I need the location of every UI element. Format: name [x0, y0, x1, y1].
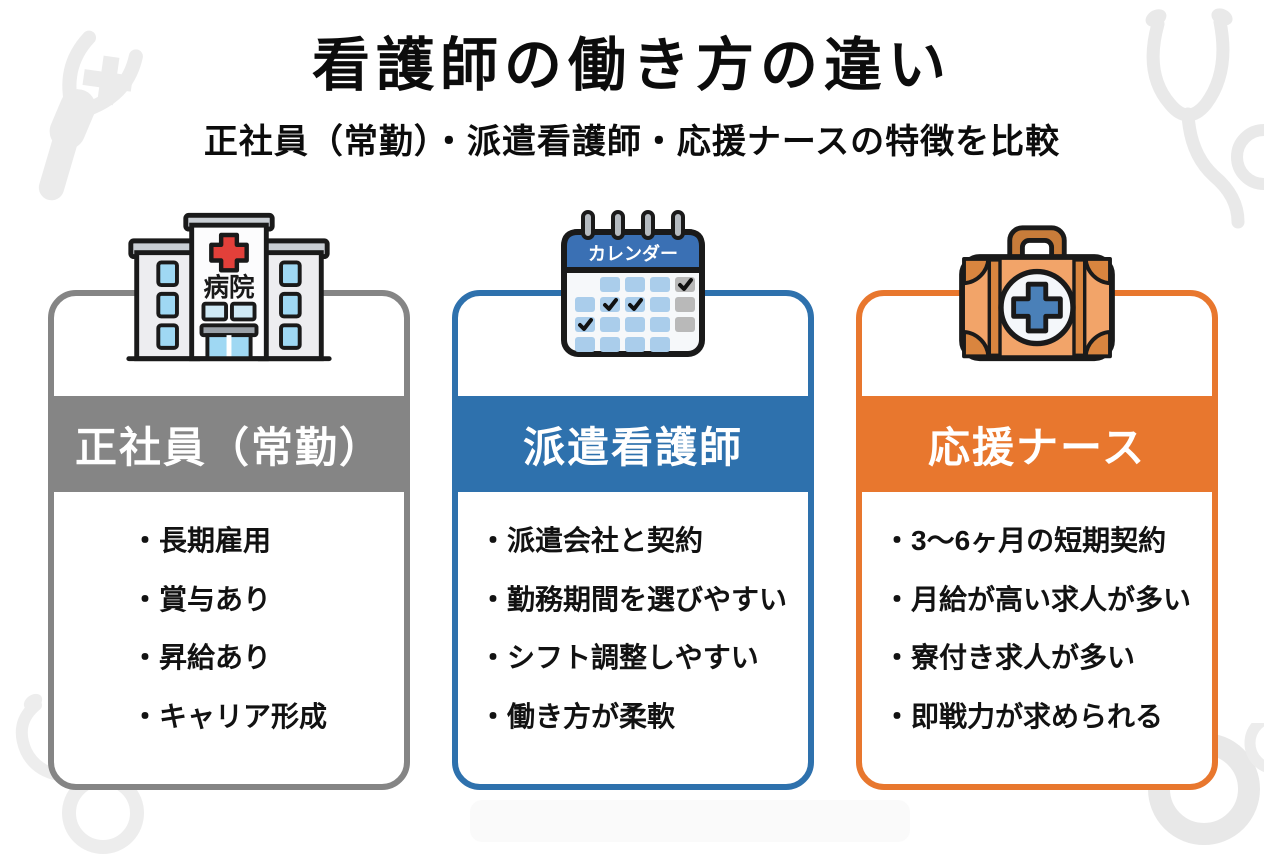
first-aid-suitcase-icon [959, 225, 1115, 362]
feature-item: 勤務期間を選びやすい [479, 584, 787, 615]
comparison-cards: 病院 正社員（常勤） 長期雇用 賞与あり 昇給あり [48, 210, 1218, 790]
hospital-sign-label: 病院 [203, 273, 255, 302]
feature-item: 長期雇用 [131, 526, 327, 556]
card-title: 正社員（常勤） [74, 423, 383, 471]
feature-item: キャリア形成 [131, 702, 327, 732]
page-subtitle: 正社員（常勤）・派遣看護師・応援ナースの特徴を比較 [203, 122, 1061, 161]
card-body: 派遣会社と契約 勤務期間を選びやすい シフト調整しやすい 働き方が柔軟 [458, 526, 808, 761]
stethoscope-doodle [1145, 8, 1264, 229]
card-support-nurse: 応援ナース 3〜6ヶ月の短期契約 月給が高い求人が多い 寮付き求人が多い 即戦力… [856, 225, 1218, 790]
page-header: 看護師の働き方の違い 正社員（常勤）・派遣看護師・応援ナースの特徴を比較 [0, 34, 1264, 163]
cross-doodle-icon [82, 55, 133, 106]
feature-list: 長期雇用 賞与あり 昇給あり キャリア形成 [131, 526, 327, 732]
calendar-icon: カレンダー [561, 210, 705, 357]
card-body: 3〜6ヶ月の短期契約 月給が高い求人が多い 寮付き求人が多い 即戦力が求められる [862, 526, 1212, 761]
feature-item: シフト調整しやすい [479, 643, 787, 673]
card-dispatch-nurse: カレンダー [452, 210, 814, 790]
hospital-icon: 病院 [126, 212, 332, 362]
feature-item: 即戦力が求められる [883, 702, 1191, 732]
card-header: 応援ナース [862, 396, 1212, 492]
medical-tool-doodle [38, 30, 143, 201]
feature-list: 派遣会社と契約 勤務期間を選びやすい シフト調整しやすい 働き方が柔軟 [479, 526, 787, 732]
feature-item: 賞与あり [131, 584, 327, 615]
calendar-title-label: カレンダー [588, 243, 678, 264]
feature-item: 3〜6ヶ月の短期契約 [883, 526, 1191, 556]
card-fulltime-nurse: 病院 正社員（常勤） 長期雇用 賞与あり 昇給あり [48, 212, 410, 790]
card-header: 正社員（常勤） [54, 396, 404, 492]
feature-item: 派遣会社と契約 [479, 526, 787, 556]
feature-item: 昇給あり [131, 643, 327, 673]
card-header: 派遣看護師 [458, 396, 808, 492]
card-body: 長期雇用 賞与あり 昇給あり キャリア形成 [54, 526, 404, 761]
feature-item: 働き方が柔軟 [479, 702, 787, 732]
page-title: 看護師の働き方の違い [311, 33, 952, 98]
card-title: 派遣看護師 [522, 423, 743, 471]
feature-list: 3〜6ヶ月の短期契約 月給が高い求人が多い 寮付き求人が多い 即戦力が求められる [883, 526, 1191, 732]
card-title: 応援ナース [928, 423, 1146, 471]
feature-item: 月給が高い求人が多い [883, 584, 1191, 615]
soft-shadow [470, 800, 910, 842]
feature-item: 寮付き求人が多い [883, 643, 1191, 673]
